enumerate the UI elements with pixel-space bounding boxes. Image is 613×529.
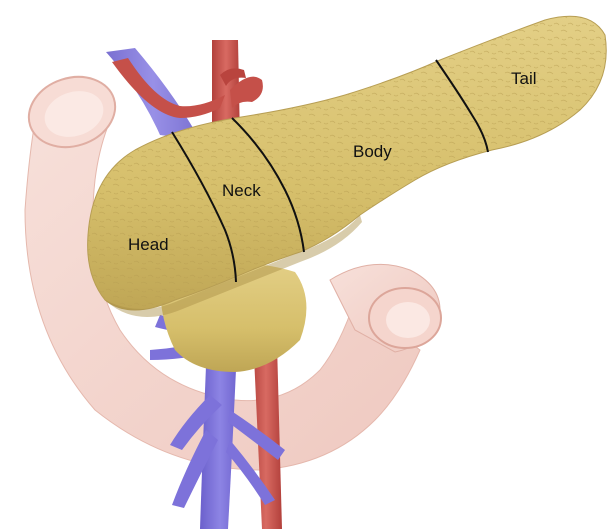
vein-branch-right-1 [228,410,285,460]
vein-branch-left-4 [172,430,218,508]
duodenum-upper-lumen [44,91,104,137]
head-neck-division-line [171,131,237,283]
label-head: Head [128,235,169,254]
label-neck: Neck [222,181,261,200]
hepatic-artery [112,58,225,118]
duodenum [24,75,442,471]
pancreas [87,15,607,372]
pancreas-texture [87,16,607,311]
label-body: Body [353,142,392,161]
vein-branch-left-3 [170,395,222,450]
division-lines [171,59,489,283]
aorta-upper [212,40,240,140]
vein-branch-right-2 [226,440,275,505]
celiac-artery-branch [220,68,246,86]
duodenum-distal-lumen [386,302,430,338]
neck-body-division-line [231,117,305,253]
splenic-artery [230,76,263,108]
region-labels: Head Neck Body Tail [128,69,537,254]
body-tail-division-line [435,59,489,153]
upper-vessels [106,40,263,140]
label-tail: Tail [511,69,537,88]
